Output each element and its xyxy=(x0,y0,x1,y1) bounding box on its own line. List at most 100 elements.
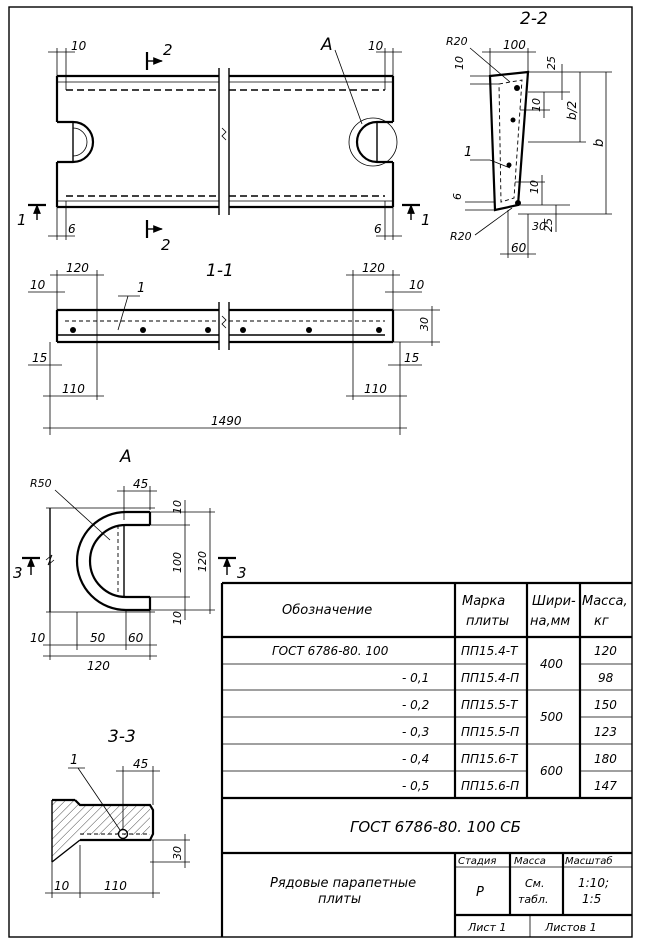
s11-dim-120-right: 120 xyxy=(362,261,385,275)
detail-a-dim-10-bottom: 10 xyxy=(171,611,184,625)
cut-1-right-label: 1 xyxy=(421,211,431,229)
detail-a-dim-120-right: 120 xyxy=(196,551,209,572)
s11-dim-10-left: 10 xyxy=(30,278,46,292)
s11-dim-15-left: 15 xyxy=(32,351,47,365)
s22-dim-30: 30 xyxy=(532,220,546,233)
s11-dim-110-left: 110 xyxy=(62,382,85,396)
callout-a-label: A xyxy=(320,35,333,55)
s33-dim-110: 110 xyxy=(104,879,127,893)
doc-code: ГОСТ 6786-80. 100 СБ xyxy=(350,818,521,836)
s22-r20-bottom: R20 xyxy=(450,230,472,243)
table-header-designation: Обозначение xyxy=(282,603,372,618)
detail-a-dim-120-bottom: 120 xyxy=(87,659,110,673)
s22-dim-25-bottom: 25 xyxy=(542,218,555,232)
s22-dim-10-topleft: 10 xyxy=(453,56,466,70)
scale-value-line1: 1:10; xyxy=(578,876,609,890)
table-header-mass-1: Масса, xyxy=(582,594,628,609)
detail-a: A R50 45 10 100 10 120 3 xyxy=(13,447,247,673)
plan-view: 10 10 6 6 2 2 1 1 A xyxy=(17,35,431,254)
section-1-1-title: 1-1 xyxy=(206,261,234,281)
cut-2-top-label: 2 xyxy=(163,41,173,59)
table-header-mark-2: плиты xyxy=(466,614,509,629)
width-600: 600 xyxy=(540,764,563,778)
title-block: ГОСТ 6786-80. 100 СБ Рядовые парапетные … xyxy=(222,818,632,937)
s33-dim-10: 10 xyxy=(54,879,70,893)
sheets-total: Листов 1 xyxy=(544,921,597,934)
s22-dim-b: b xyxy=(592,139,607,147)
sheet-number: Лист 1 xyxy=(467,921,506,934)
s11-leader-1: 1 xyxy=(137,281,145,296)
s11-dim-15-right: 15 xyxy=(404,351,419,365)
row-4-mass: 123 xyxy=(594,725,617,739)
s22-dim-100: 100 xyxy=(503,38,526,52)
s11-dim-10-right: 10 xyxy=(409,278,425,292)
plan-dim-6-left: 6 xyxy=(68,222,76,236)
title-name-line2: плиты xyxy=(318,892,361,907)
row-3-mass: 150 xyxy=(594,698,617,712)
width-500: 500 xyxy=(540,710,563,724)
s11-dim-30: 30 xyxy=(418,317,431,331)
row-5-mark: ПП15.6-Т xyxy=(461,752,519,766)
s22-r20-top: R20 xyxy=(446,35,468,48)
detail-a-dim-10-top: 10 xyxy=(171,500,184,514)
s22-dim-6: 6 xyxy=(451,193,464,200)
plan-dim-10-right: 10 xyxy=(368,39,384,53)
row-1-mass: 120 xyxy=(594,644,617,658)
plan-dim-6-right: 6 xyxy=(374,222,382,236)
stage-label: Стадия xyxy=(458,856,496,867)
mass-label: Масса xyxy=(514,856,546,867)
section-2-2: 2-2 100 R20 10 25 10 b/2 xyxy=(446,9,612,258)
section-1-1: 1-1 120 120 10 10 1 xyxy=(28,261,440,435)
row-4-designation: - 0,3 xyxy=(402,725,429,739)
title-name-line1: Рядовые парапетные xyxy=(270,876,416,891)
detail-a-cut-3-right: 3 xyxy=(237,564,247,582)
s22-dim-60: 60 xyxy=(511,241,527,255)
row-6-mark: ПП15.6-П xyxy=(461,779,519,793)
s33-leader-1: 1 xyxy=(70,753,78,768)
detail-a-dim-10-bottom-left: 10 xyxy=(30,631,46,645)
cut-1-left-label: 1 xyxy=(17,211,27,229)
detail-a-cut-3-left: 3 xyxy=(13,564,23,582)
s11-dim-120-left: 120 xyxy=(66,261,89,275)
detail-a-dim-60: 60 xyxy=(128,631,144,645)
row-2-designation: - 0,1 xyxy=(402,671,429,685)
section-3-3: 3-3 1 45 30 10 110 xyxy=(45,727,190,898)
s33-dim-45: 45 xyxy=(133,757,148,771)
scale-label: Масштаб xyxy=(565,855,613,867)
section-3-3-title: 3-3 xyxy=(108,727,136,747)
scale-value-line2: 1:5 xyxy=(582,892,601,906)
detail-a-dim-50: 50 xyxy=(90,631,106,645)
row-4-mark: ПП15.5-П xyxy=(461,725,519,739)
table-header-mass-2: кг xyxy=(594,614,609,629)
row-6-mass: 147 xyxy=(594,779,617,793)
row-3-designation: - 0,2 xyxy=(402,698,429,712)
s22-dim-10-mid: 10 xyxy=(530,98,543,112)
s22-dim-10-lower: 10 xyxy=(528,180,541,194)
s22-dim-b2: b/2 xyxy=(565,101,579,120)
mass-value-line2: табл. xyxy=(518,893,548,906)
table-header-mark-1: Марка xyxy=(462,594,505,609)
row-5-mass: 180 xyxy=(594,752,617,766)
row-1-mark: ПП15.4-Т xyxy=(461,644,519,658)
detail-a-dim-100: 100 xyxy=(171,552,184,573)
sheet-border xyxy=(8,6,633,938)
s11-dim-1490: 1490 xyxy=(211,414,242,428)
stage-value: Р xyxy=(476,885,484,900)
width-400: 400 xyxy=(540,657,563,671)
s11-dim-110-right: 110 xyxy=(364,382,387,396)
table-header-width-2: на,мм xyxy=(530,614,570,629)
spec-table: Обозначение Марка плиты Шири- на,мм Масс… xyxy=(220,581,632,937)
plan-dim-10-left: 10 xyxy=(71,39,87,53)
detail-a-r50: R50 xyxy=(30,477,52,490)
s22-dim-25-top: 25 xyxy=(545,56,558,70)
s33-dim-30: 30 xyxy=(171,846,184,860)
row-1-designation: ГОСТ 6786-80. 100 xyxy=(272,644,389,658)
row-6-designation: - 0,5 xyxy=(402,779,429,793)
table-header-width-1: Шири- xyxy=(532,594,576,609)
detail-a-dim-45: 45 xyxy=(133,477,148,491)
row-2-mass: 98 xyxy=(598,671,614,685)
section-2-2-title: 2-2 xyxy=(520,9,548,29)
row-3-mark: ПП15.5-Т xyxy=(461,698,519,712)
detail-a-title: A xyxy=(119,447,132,467)
